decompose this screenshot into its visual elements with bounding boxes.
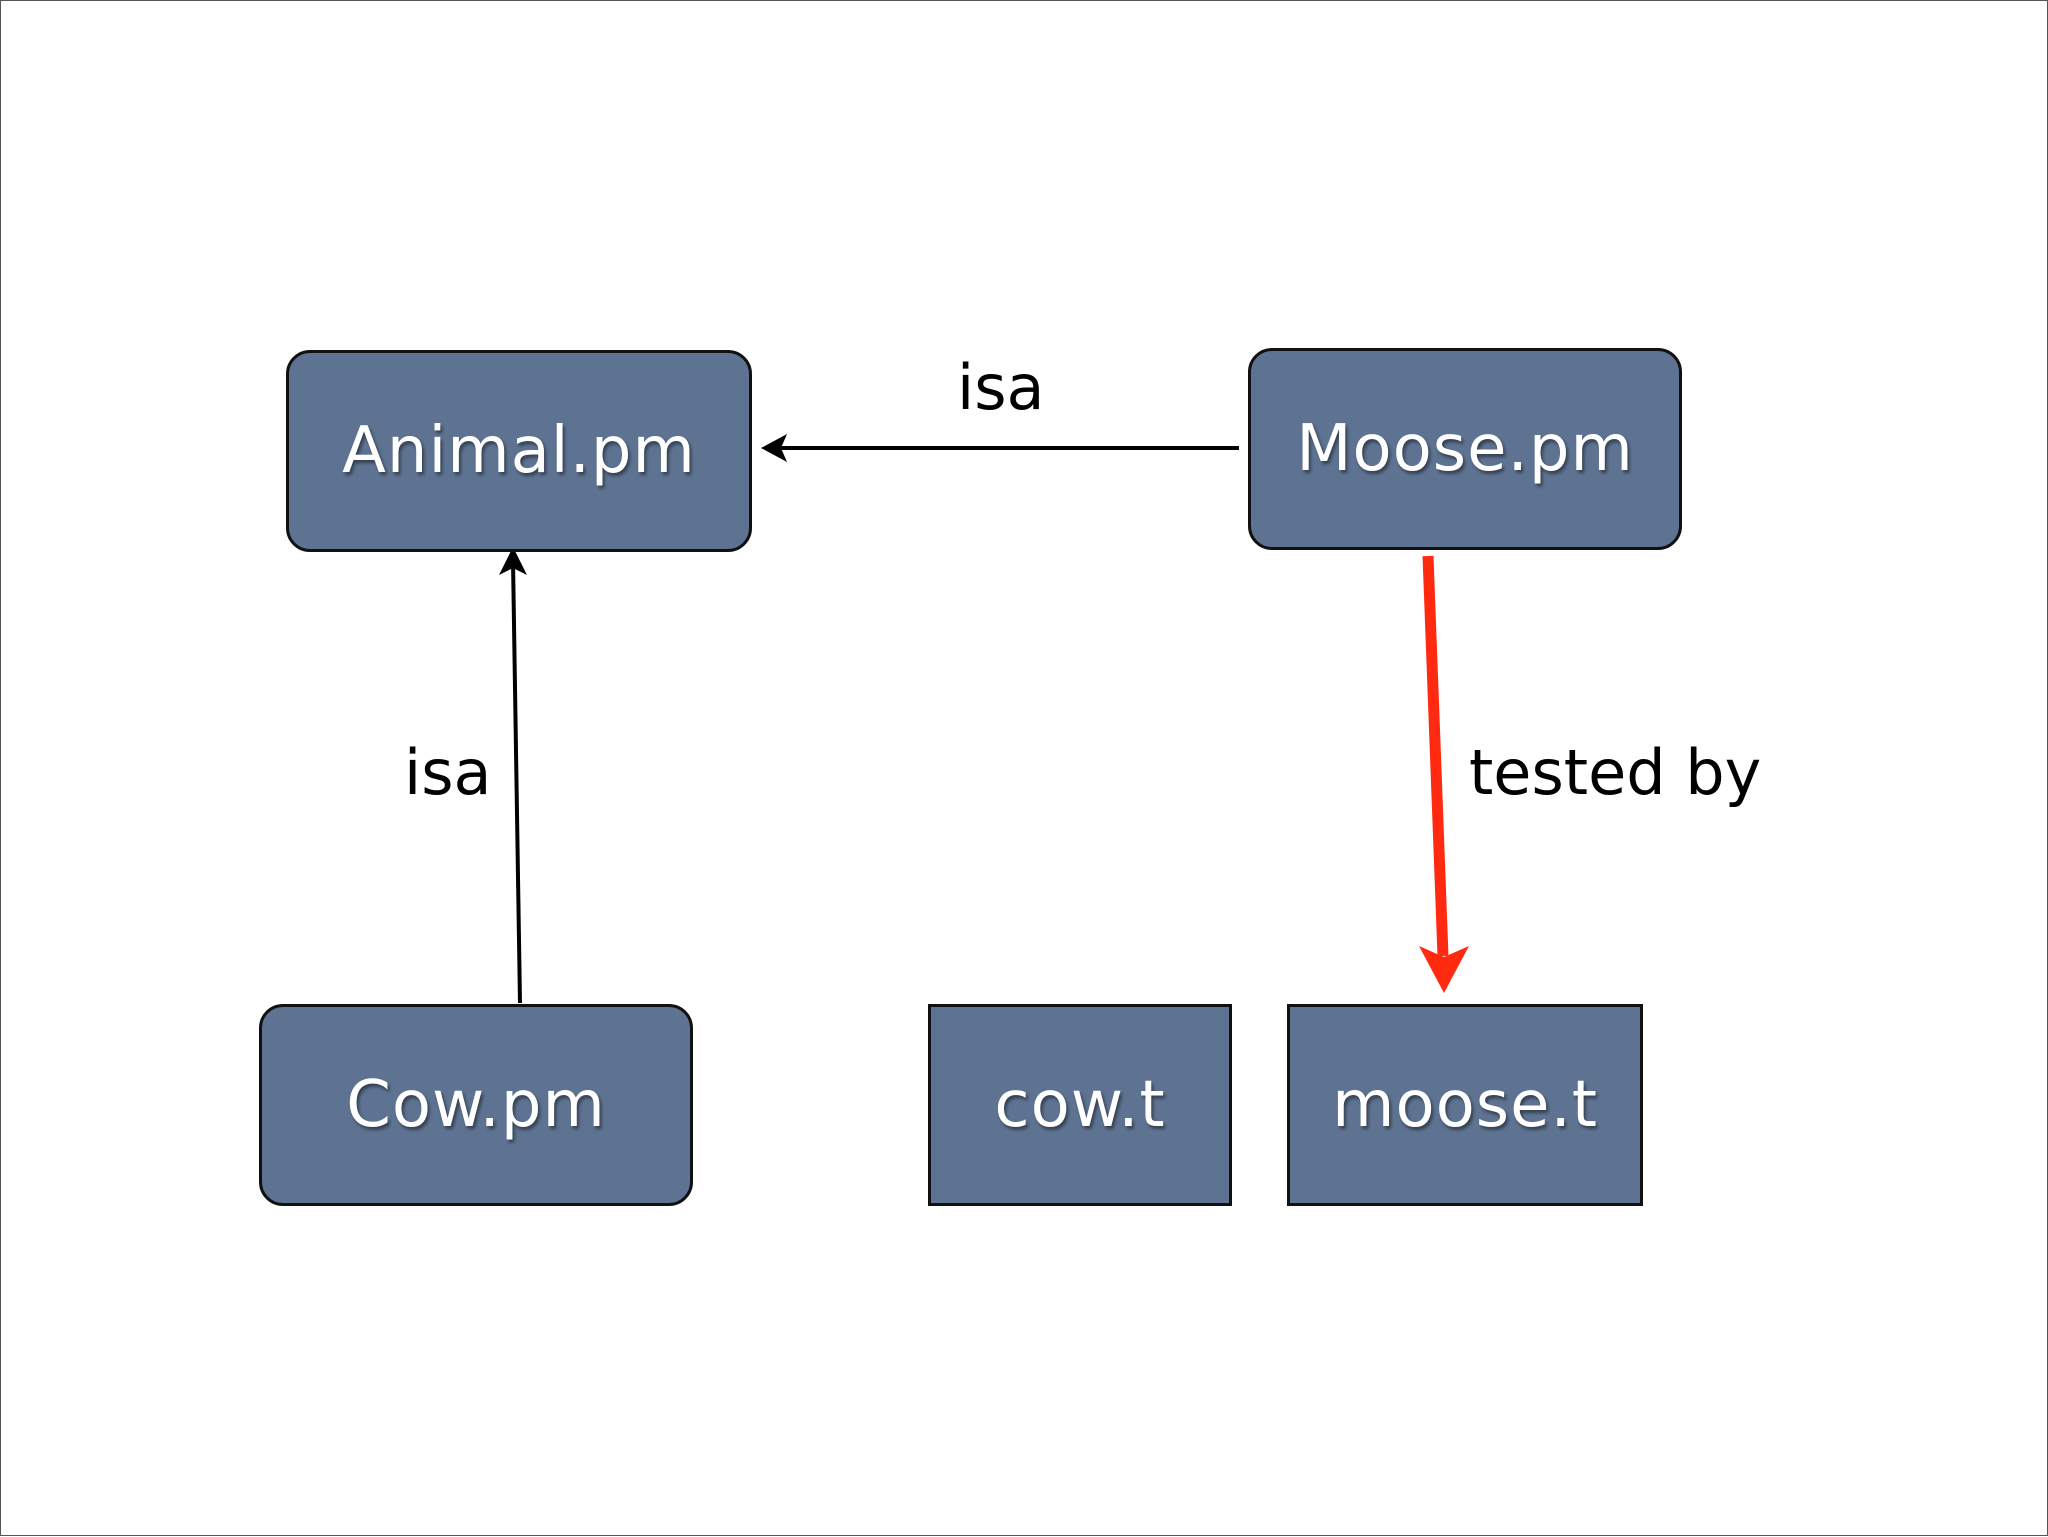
isa-arrowhead-moose-animal bbox=[761, 434, 787, 462]
node-moose-pm: Moose.pm bbox=[1248, 348, 1682, 550]
label-isa-cow-animal: isa bbox=[404, 736, 492, 809]
node-cow-pm: Cow.pm bbox=[259, 1004, 693, 1206]
node-animal-pm: Animal.pm bbox=[286, 350, 752, 552]
node-moose-t: moose.t bbox=[1287, 1004, 1643, 1206]
isa-arrow-cow-animal bbox=[511, 560, 522, 1004]
tested-by-arrow bbox=[1422, 555, 1449, 957]
node-cow-t: cow.t bbox=[928, 1004, 1232, 1206]
tested-by-arrowhead bbox=[1419, 946, 1469, 993]
isa-arrowhead-cow-animal bbox=[499, 547, 527, 575]
label-isa-moose-animal: isa bbox=[957, 351, 1045, 424]
label-tested-by: tested by bbox=[1469, 736, 1762, 809]
